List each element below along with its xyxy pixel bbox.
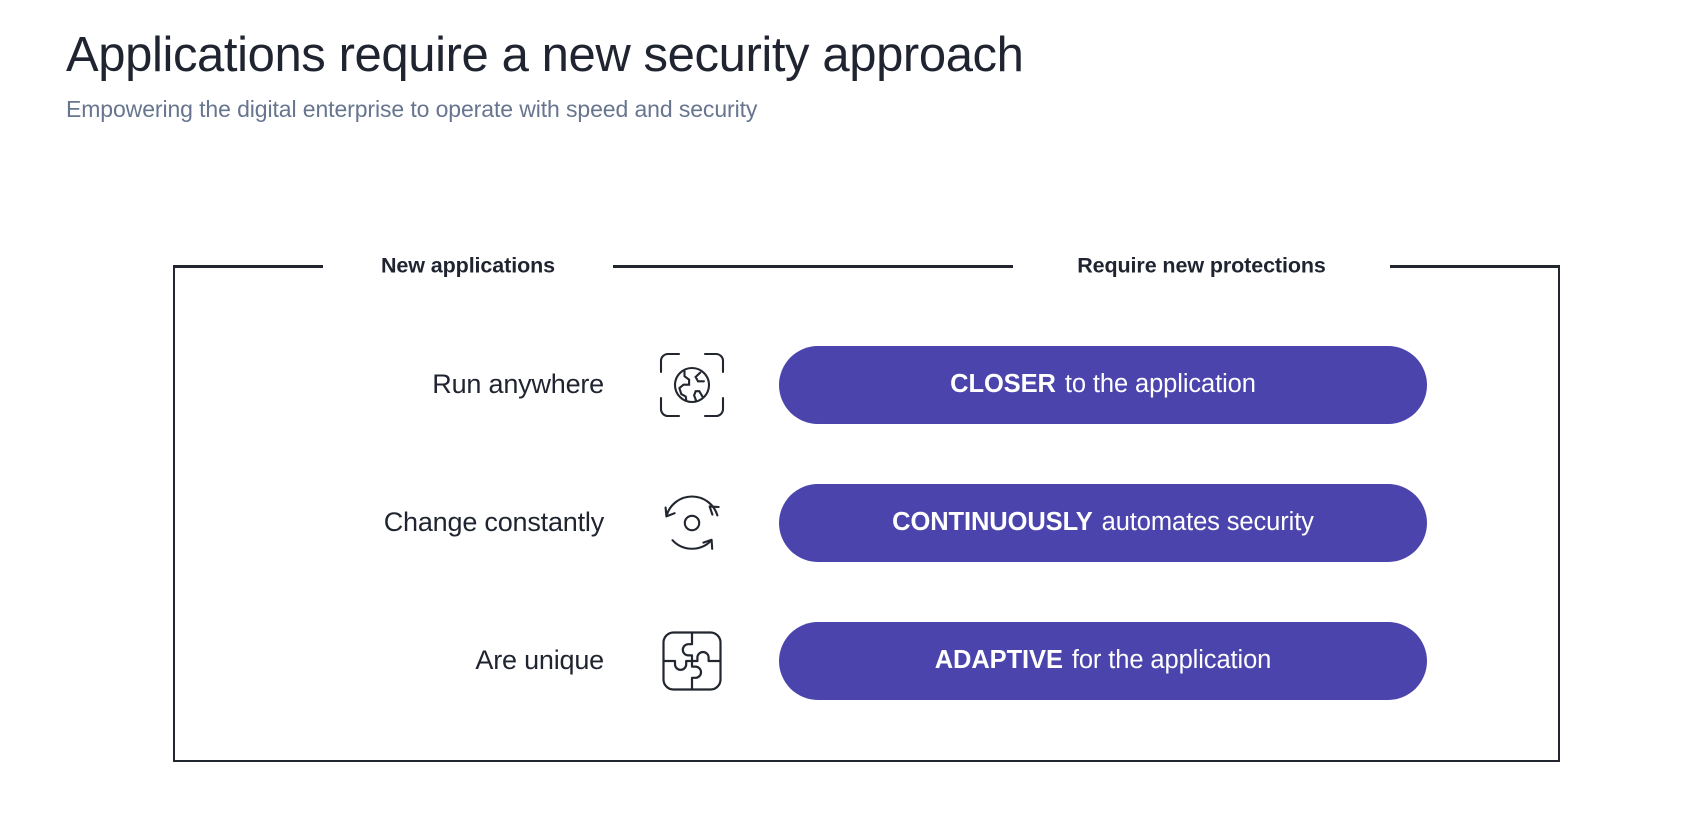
diagram-rows: Run anywhere CLOSER to the application C… [173, 265, 1560, 762]
diagram-frame [173, 265, 1560, 762]
row-label-change-constantly: Change constantly [383, 507, 604, 537]
row-label-run-anywhere: Run anywhere [432, 369, 604, 399]
globe-scan-icon [604, 352, 779, 418]
page-subtitle: Empowering the digital enterprise to ope… [66, 95, 758, 122]
protection-pill-continuously[interactable]: CONTINUOUSLY automates security [779, 483, 1427, 562]
row-label-are-unique: Are unique [475, 645, 604, 675]
protection-pill-adaptive[interactable]: ADAPTIVE for the application [779, 621, 1427, 700]
pill-rest-text: to the application [1064, 370, 1256, 398]
puzzle-icon [604, 628, 779, 694]
frame-top-segment-right [1390, 265, 1560, 268]
pill-rest-text: for the application [1071, 646, 1272, 674]
diagram-row: Change constantly CONTINUOUSLY automates… [173, 454, 1560, 592]
column-header-right: Require new protections [1063, 255, 1340, 277]
pill-rest-text: automates security [1101, 508, 1314, 536]
diagram-row: Run anywhere CLOSER to the application [173, 316, 1560, 454]
refresh-cycle-icon [604, 490, 779, 556]
frame-top-segment-left [173, 265, 323, 268]
frame-top-segment-middle [613, 265, 1013, 268]
pill-strong-text: ADAPTIVE [934, 646, 1063, 674]
protection-pill-closer[interactable]: CLOSER to the application [779, 345, 1427, 424]
frame-top-gap-left: New applications [323, 255, 613, 277]
pill-strong-text: CLOSER [950, 370, 1056, 398]
header: Applications require a new security appr… [66, 28, 1566, 123]
pill-strong-text: CONTINUOUSLY [892, 508, 1093, 536]
column-header-left: New applications [366, 255, 570, 277]
page-title: Applications require a new security appr… [66, 28, 1024, 82]
diagram-frame-top-border: New applications Require new protections [173, 255, 1560, 277]
diagram-row: Are unique ADAPTIVE for the application [173, 592, 1560, 730]
frame-top-gap-right: Require new protections [1013, 255, 1390, 277]
